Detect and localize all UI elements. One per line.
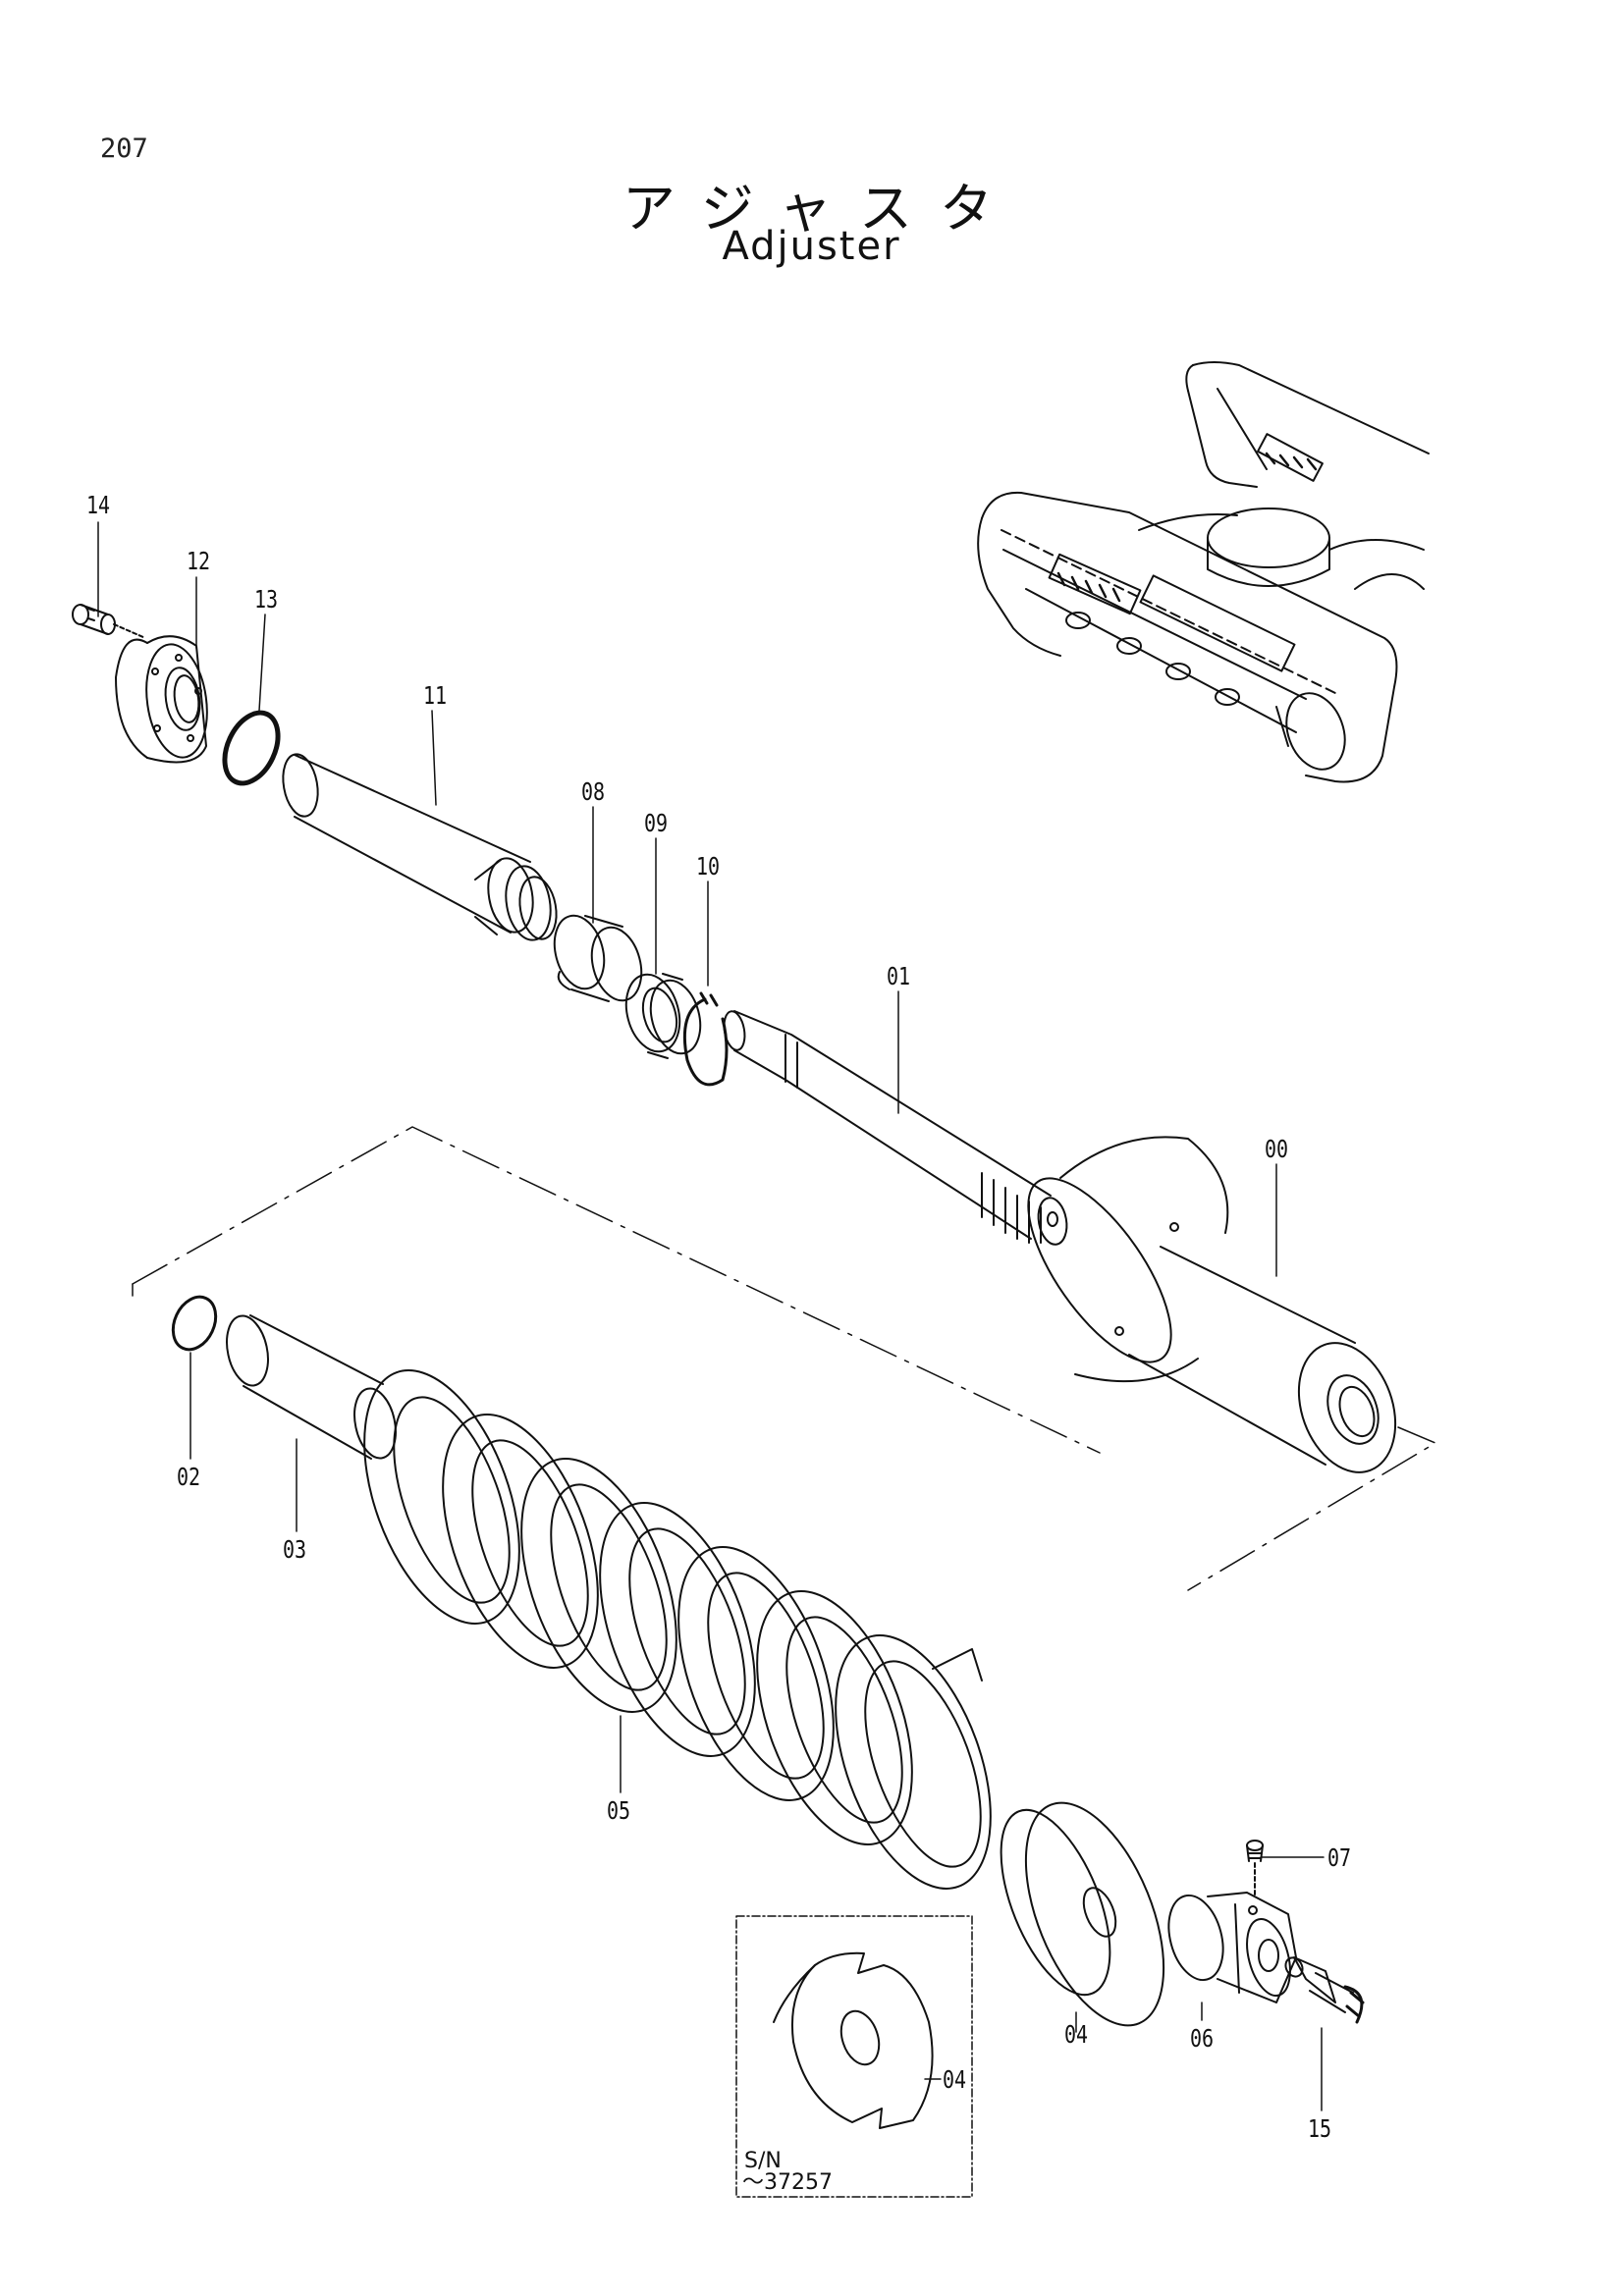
part-08-ring bbox=[553, 914, 643, 1002]
callout-09: 09 bbox=[644, 809, 669, 837]
callout-03: 03 bbox=[283, 1535, 307, 1564]
callout-04: 04 bbox=[1064, 2020, 1089, 2049]
part-15-valve bbox=[1284, 1956, 1365, 2024]
inset-alternate-04 bbox=[735, 1915, 973, 2198]
part-12-cover bbox=[115, 635, 208, 764]
part-02-o-ring bbox=[171, 1295, 218, 1352]
undercarriage-locator-illustration bbox=[977, 361, 1430, 783]
part-01-rod bbox=[723, 1010, 1068, 1246]
part-13-o-ring bbox=[222, 710, 281, 786]
callout-14: 14 bbox=[86, 491, 111, 519]
part-05-spring bbox=[363, 1369, 992, 1890]
callout-05: 05 bbox=[607, 1796, 631, 1825]
title-english: Adjuster bbox=[722, 224, 901, 269]
assembly-bracket-line bbox=[132, 1126, 1436, 1591]
callout-00: 00 bbox=[1265, 1135, 1289, 1163]
part-06-nut bbox=[1167, 1892, 1297, 2003]
inset-serial-label: S/N bbox=[744, 2149, 782, 2173]
part-14-bolt bbox=[72, 604, 146, 639]
callout-15: 15 bbox=[1308, 2114, 1332, 2143]
callout-11: 11 bbox=[423, 681, 448, 710]
title-japanese: アジャスタ bbox=[622, 178, 1021, 240]
part-09-seal bbox=[624, 973, 702, 1059]
callout-13: 13 bbox=[254, 585, 279, 614]
callout-02: 02 bbox=[177, 1463, 201, 1491]
part-07-grease-fitting bbox=[1246, 1840, 1264, 1897]
leader-lines bbox=[97, 521, 1325, 2111]
part-03-pipe bbox=[226, 1314, 397, 1460]
callout-06: 06 bbox=[1190, 2024, 1215, 2053]
part-04-spring-seat bbox=[1000, 1801, 1165, 2027]
part-00-cylinder-body bbox=[1027, 1136, 1397, 1473]
callout-08: 08 bbox=[581, 777, 606, 806]
callout-07: 07 bbox=[1327, 1843, 1352, 1872]
page-number: 207 bbox=[100, 133, 148, 164]
callout-12: 12 bbox=[187, 547, 211, 575]
callout-10: 10 bbox=[696, 852, 721, 881]
callout-01: 01 bbox=[887, 962, 911, 990]
inset-serial-range: ～37257 bbox=[742, 2170, 833, 2195]
part-10-snap-ring bbox=[682, 991, 729, 1087]
part-11-cylinder bbox=[282, 753, 558, 941]
callout-04-inset: 04 bbox=[943, 2065, 967, 2094]
